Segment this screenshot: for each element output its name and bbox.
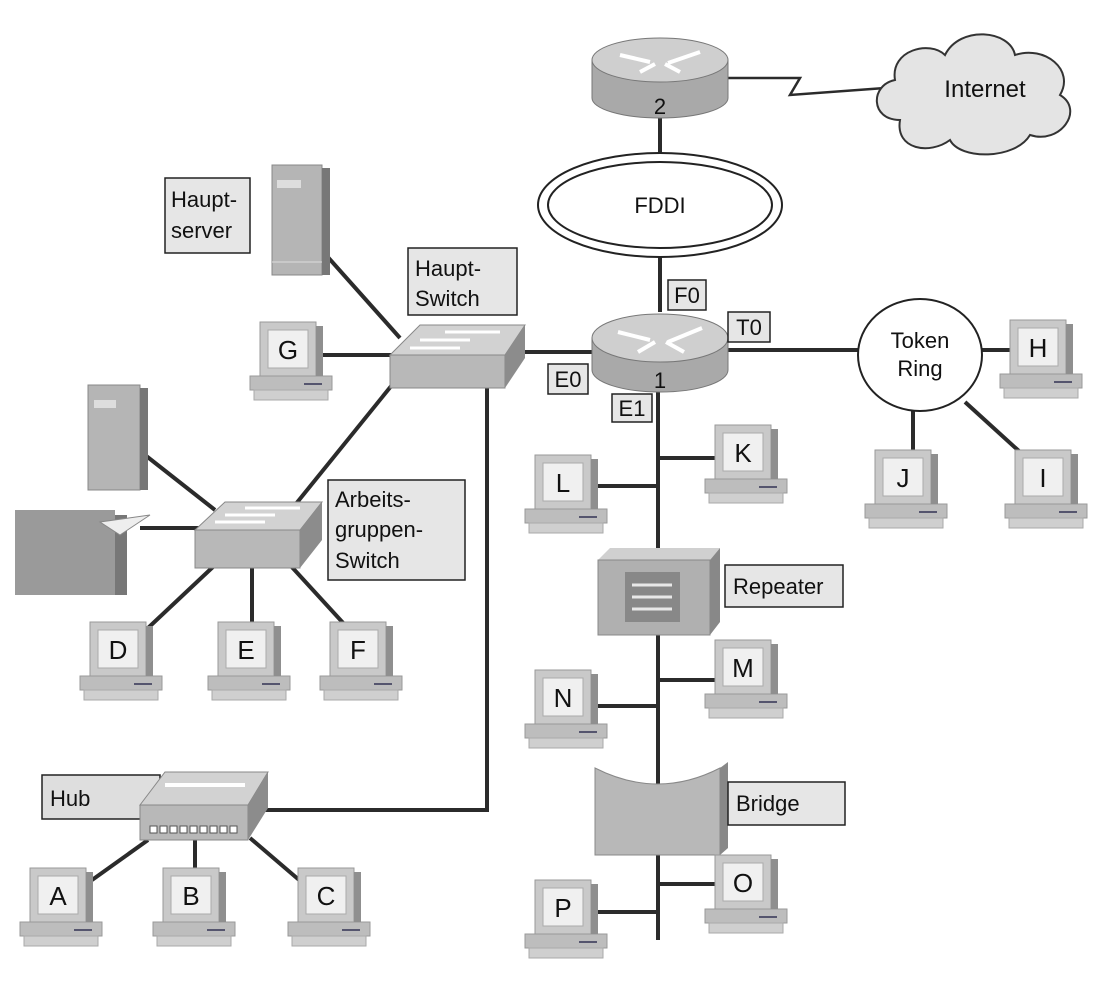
computer-label: F <box>350 635 366 665</box>
computer-label: L <box>556 468 570 498</box>
internet-cloud[interactable]: Internet <box>875 33 1072 156</box>
workgroup-switch-label-1: Arbeits- <box>335 487 411 512</box>
internet-label: Internet <box>944 76 1026 103</box>
printer[interactable] <box>15 510 151 595</box>
router-2[interactable]: 2 <box>591 37 729 119</box>
computer-label: P <box>554 893 571 923</box>
computer-label: M <box>732 653 754 683</box>
link-ring-i <box>963 400 1022 454</box>
bridge-label-text: Bridge <box>736 791 800 816</box>
workgroup-switch-label-2: gruppen- <box>335 517 423 542</box>
main-server-label-1: Haupt- <box>171 187 237 212</box>
workgroup-switch-label: Arbeits- gruppen- Switch <box>327 479 466 581</box>
fddi-ring[interactable]: FDDI <box>537 152 783 258</box>
computer-label: C <box>317 881 336 911</box>
router-1[interactable]: 1 <box>591 313 729 393</box>
computer-label: O <box>733 868 753 898</box>
computer-l[interactable]: L <box>524 454 608 534</box>
main-switch-label-2: Switch <box>415 286 480 311</box>
computer-label: D <box>109 635 128 665</box>
computer-i[interactable]: I <box>1004 449 1088 529</box>
interface-e0: E0 <box>547 363 589 395</box>
computer-n[interactable]: N <box>524 669 608 749</box>
hub-label-text: Hub <box>50 786 90 811</box>
computer-label: N <box>554 683 573 713</box>
interface-e1-label: E1 <box>619 396 646 421</box>
computer-label: I <box>1039 463 1046 493</box>
computers: A B C D E F G H I J K L M N O P <box>19 319 1088 959</box>
token-ring-label-2: Ring <box>897 356 942 381</box>
hub-label: Hub <box>41 774 161 820</box>
computer-f[interactable]: F <box>319 621 403 701</box>
link-switch-workgroup <box>293 383 394 507</box>
link-hub-c <box>248 836 307 887</box>
link-hub-a <box>90 838 150 882</box>
fddi-label: FDDI <box>634 193 685 218</box>
computer-c[interactable]: C <box>287 867 371 947</box>
computer-b[interactable]: B <box>152 867 236 947</box>
main-switch-label: Haupt- Switch <box>407 247 518 316</box>
computer-label: K <box>734 438 752 468</box>
token-ring[interactable]: Token Ring <box>857 298 983 412</box>
repeater[interactable] <box>597 548 720 636</box>
link-switch-hub <box>262 388 489 812</box>
token-ring-label-1: Token <box>891 328 950 353</box>
computer-j[interactable]: J <box>864 449 948 529</box>
link-workgroup-f <box>288 563 347 627</box>
interface-t0: T0 <box>727 311 771 343</box>
interface-f0-label: F0 <box>674 283 700 308</box>
workgroup-switch-label-3: Switch <box>335 548 400 573</box>
computer-label: B <box>182 881 199 911</box>
computer-g[interactable]: G <box>249 321 333 401</box>
interface-e1: E1 <box>611 393 653 423</box>
main-server-label-2: server <box>171 218 232 243</box>
hub[interactable] <box>138 771 269 841</box>
workgroup-switch[interactable] <box>193 501 324 569</box>
computer-label: H <box>1029 333 1048 363</box>
computer-m[interactable]: M <box>704 639 788 719</box>
link-workgroup-d <box>146 563 217 630</box>
computer-e[interactable]: E <box>207 621 291 701</box>
computer-label: J <box>897 463 910 493</box>
main-server-label: Haupt- server <box>164 177 251 254</box>
link-router2-internet-serial <box>728 76 886 97</box>
main-switch[interactable] <box>388 324 526 389</box>
link-server-switch <box>324 253 402 340</box>
computer-label: E <box>237 635 254 665</box>
computer-label: A <box>49 881 67 911</box>
router-1-label: 1 <box>654 368 666 393</box>
bridge[interactable] <box>594 762 728 856</box>
interface-t0-label: T0 <box>736 315 762 340</box>
computer-d[interactable]: D <box>79 621 163 701</box>
computer-p[interactable]: P <box>524 879 608 959</box>
computer-o[interactable]: O <box>704 854 788 934</box>
link-server2-workgroup <box>143 453 217 512</box>
interface-f0: F0 <box>667 279 707 311</box>
interface-e0-label: E0 <box>555 367 582 392</box>
repeater-label-text: Repeater <box>733 574 824 599</box>
router-2-label: 2 <box>654 94 666 119</box>
computer-k[interactable]: K <box>704 424 788 504</box>
bridge-label: Bridge <box>727 781 846 826</box>
main-server[interactable] <box>271 164 330 276</box>
computer-label: G <box>278 335 298 365</box>
computer-h[interactable]: H <box>999 319 1083 399</box>
main-switch-label-1: Haupt- <box>415 256 481 281</box>
repeater-label: Repeater <box>724 564 844 608</box>
links <box>90 76 1022 940</box>
computer-a[interactable]: A <box>19 867 103 947</box>
workgroup-server[interactable] <box>87 384 148 491</box>
